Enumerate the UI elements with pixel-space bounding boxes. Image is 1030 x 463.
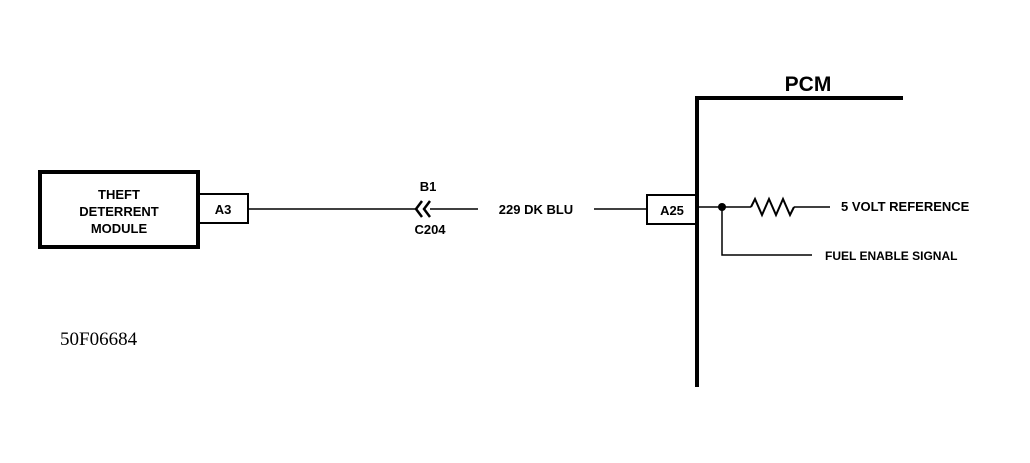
connector-chevron-2 — [422, 200, 431, 218]
signal-label: FUEL ENABLE SIGNAL — [825, 249, 957, 263]
pcm-title: PCM — [785, 73, 832, 96]
module-label-line2: DETERRENT — [79, 204, 159, 219]
signal-branch-wire — [721, 207, 812, 256]
module-label-line1: THEFT — [98, 187, 140, 202]
connector-cavity-label: B1 — [420, 179, 437, 194]
module-pin-a3: A3 — [197, 193, 249, 224]
pcm-boundary-line — [695, 96, 903, 387]
pcm-pin-a25: A25 — [646, 194, 698, 225]
connector-c204-symbol — [414, 200, 431, 218]
resistor-symbol — [750, 196, 795, 218]
figure-id: 50F06684 — [60, 329, 138, 350]
module-pin-label: A3 — [215, 202, 232, 217]
theft-deterrent-module: THEFT DETERRENT MODULE — [38, 170, 200, 249]
module-label-line3: MODULE — [91, 221, 148, 236]
pcm-boundary — [695, 96, 903, 387]
connector-chevron-1 — [414, 200, 423, 218]
circuit-label: 229 DK BLU — [499, 202, 573, 217]
reference-label: 5 VOLT REFERENCE — [841, 199, 970, 214]
connector-id-label: C204 — [414, 222, 446, 237]
pcm-pin-label: A25 — [660, 203, 684, 218]
